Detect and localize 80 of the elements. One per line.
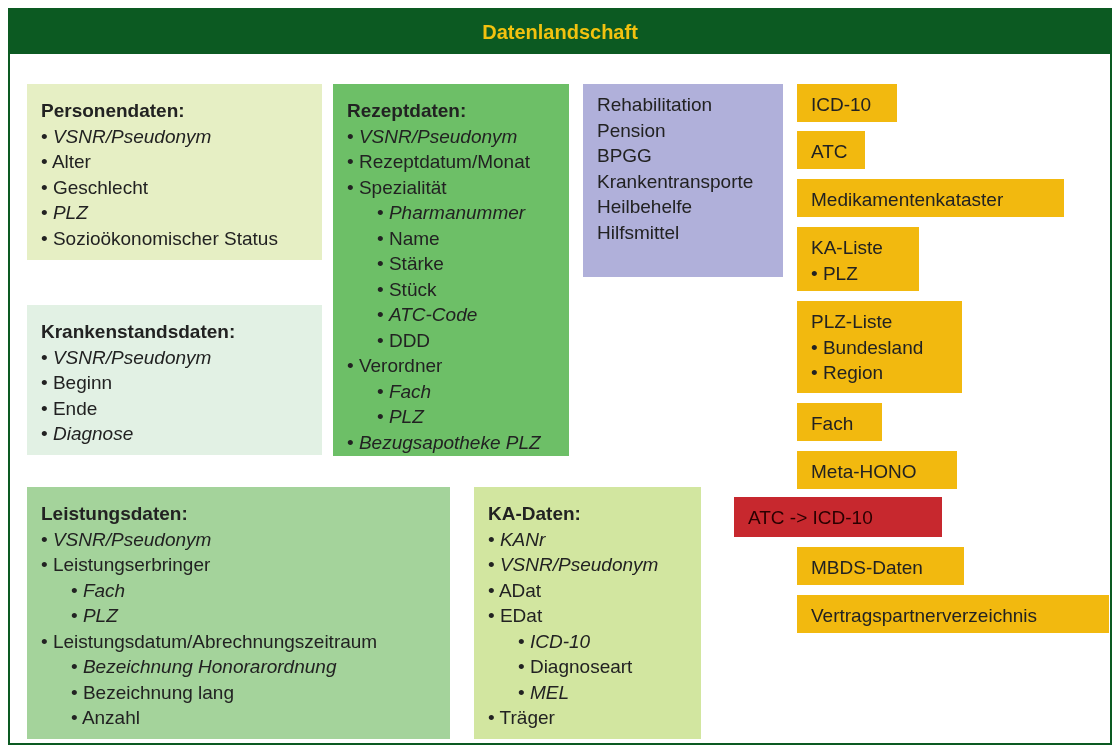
data-box (797, 403, 882, 441)
data-box (797, 84, 897, 122)
data-box (797, 451, 957, 489)
list-item: • Bundesland (811, 335, 925, 360)
list-item: • Leistungsdatum/Abrechnungszeitraum (41, 629, 379, 654)
list-item: • Bezeichnung lang (70, 680, 235, 705)
data-box (797, 547, 964, 585)
list-item: • Alter (41, 150, 92, 174)
list-item: • Pharmanummer (376, 201, 527, 225)
list-item: • Spezialität (347, 175, 448, 200)
data-panel (27, 305, 322, 455)
list-item: • VSNR/Pseudonym (41, 527, 213, 552)
data-panel (333, 84, 569, 456)
list-item: • Anzahl (70, 706, 141, 730)
box-heading: KA-Daten: (488, 502, 582, 526)
list-item: • VSNR/Pseudonym (41, 124, 213, 149)
box-heading: Leistungsdaten: (41, 502, 189, 526)
data-box (797, 301, 962, 393)
box-label: ATC (811, 140, 849, 164)
list-item: Heilbehelfe (597, 195, 694, 219)
data-box (797, 179, 1064, 217)
list-item: • ICD-10 (517, 629, 592, 654)
list-item: • VSNR/Pseudonym (488, 553, 660, 577)
list-item: • ATC-Code (376, 303, 479, 327)
list-item: • Name (376, 226, 441, 251)
list-item: • PLZ (811, 261, 859, 286)
list-item: Rehabilitation (597, 93, 714, 117)
list-item: Hilfsmittel (597, 220, 681, 245)
list-item: • Träger (488, 706, 556, 730)
box-label: Medikamentenkataster (811, 188, 1005, 212)
list-item: • Diagnoseart (517, 655, 634, 679)
data-box (734, 497, 942, 537)
data-box (797, 227, 919, 291)
box-heading: Krankenstandsdaten: (41, 320, 237, 344)
list-item: • Ende (41, 396, 99, 421)
list-item: • Geschlecht (41, 175, 149, 200)
list-item: • Verordner (347, 354, 444, 378)
box-label: Fach (811, 412, 855, 436)
list-item: • Bezugsapotheke PLZ (347, 430, 542, 455)
frame-panel (8, 8, 1112, 745)
list-item: • Stärke (376, 252, 445, 276)
box-label: Meta-HONO (811, 460, 918, 484)
list-item: Pension (597, 118, 667, 143)
list-item: • Fach (70, 578, 127, 603)
list-item: KA-Liste (811, 236, 884, 260)
list-item: • ADat (488, 578, 543, 603)
data-panel (474, 487, 701, 739)
list-item: • Fach (376, 379, 433, 404)
list-item: • Region (811, 361, 885, 385)
box-label: ATC -> ICD-10 (748, 506, 874, 530)
list-item: • VSNR/Pseudonym (347, 124, 519, 149)
box-label: Vertragspartnerverzeichnis (811, 604, 1038, 628)
box-heading: Rezeptdaten: (347, 99, 468, 123)
list-item: • EDat (488, 604, 544, 628)
list-item: • DDD (376, 328, 432, 353)
list-item: • PLZ (376, 405, 426, 429)
list-item: • Rezeptdatum/Monat (347, 150, 532, 174)
data-box (797, 595, 1109, 633)
box-label: ICD-10 (811, 93, 873, 117)
title-band: Datenlandschaft (10, 10, 1110, 54)
list-item: • VSNR/Pseudonym (41, 345, 213, 370)
list-item: • KANr (488, 527, 547, 552)
box-heading: Personendaten: (41, 99, 186, 123)
list-item: • Bezeichnung Honorarordnung (70, 655, 338, 679)
list-item: • PLZ (41, 201, 90, 225)
list-item: • Beginn (41, 371, 114, 395)
data-box (797, 131, 865, 169)
data-panel (27, 487, 450, 739)
list-item: • Diagnose (41, 422, 135, 446)
list-item: • MEL (517, 680, 570, 705)
box-label: MBDS-Daten (811, 556, 924, 580)
list-item: • Leistungserbringer (41, 553, 212, 577)
list-item: Krankentransporte (597, 169, 755, 194)
data-box (583, 84, 783, 277)
list-item: PLZ-Liste (811, 310, 894, 334)
list-item: • PLZ (70, 604, 120, 628)
list-item: BPGG (597, 144, 653, 168)
list-item: • Stück (376, 277, 438, 302)
data-panel (27, 84, 322, 260)
list-item: • Sozioökonomischer Status (41, 226, 279, 251)
